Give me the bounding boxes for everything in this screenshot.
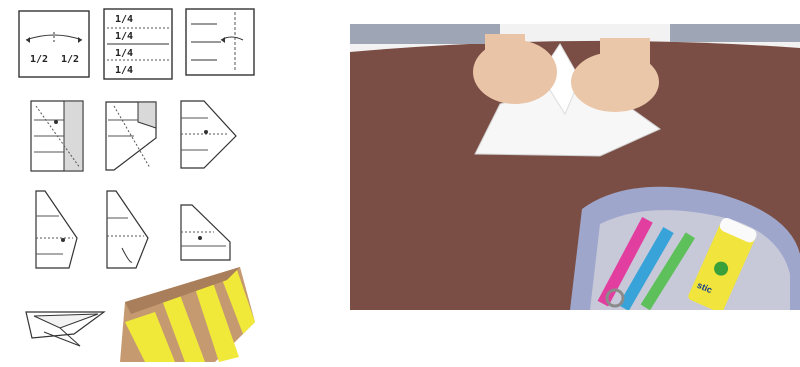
label-half-left: 1/2 bbox=[30, 54, 48, 65]
step-8-wing-fold bbox=[104, 188, 152, 272]
finished-paper-airplane-sketch bbox=[24, 298, 106, 348]
label-quarter-1: 1/4 bbox=[115, 14, 133, 25]
label-quarter-2: 1/4 bbox=[115, 31, 133, 42]
label-quarter-3: 1/4 bbox=[115, 48, 133, 59]
step-2-quarter-folds: 1/4 1/4 1/4 1/4 bbox=[103, 8, 173, 80]
folding-instructions-diagram: 1/2 1/2 1/4 1/4 1/4 1/4 bbox=[0, 0, 270, 367]
right-sleeve bbox=[670, 24, 800, 42]
label-quarter-4: 1/4 bbox=[115, 65, 133, 76]
step-4-corner-fold bbox=[30, 100, 86, 172]
step-6-nose-point bbox=[178, 98, 240, 172]
step-5-diagonal-fold bbox=[104, 98, 162, 174]
step-3-fold-lines bbox=[185, 8, 255, 76]
label-half-right: 1/2 bbox=[61, 54, 79, 65]
left-sleeve bbox=[350, 24, 500, 44]
step-9-fold-in-half-again bbox=[178, 202, 234, 264]
striped-paper-airplane bbox=[115, 262, 255, 367]
step-7-triangle-fold bbox=[33, 188, 81, 272]
folding-scene: stic bbox=[350, 24, 800, 310]
step-1-fold-in-half: 1/2 1/2 bbox=[18, 10, 90, 78]
folding-photo: stic bbox=[350, 24, 800, 310]
